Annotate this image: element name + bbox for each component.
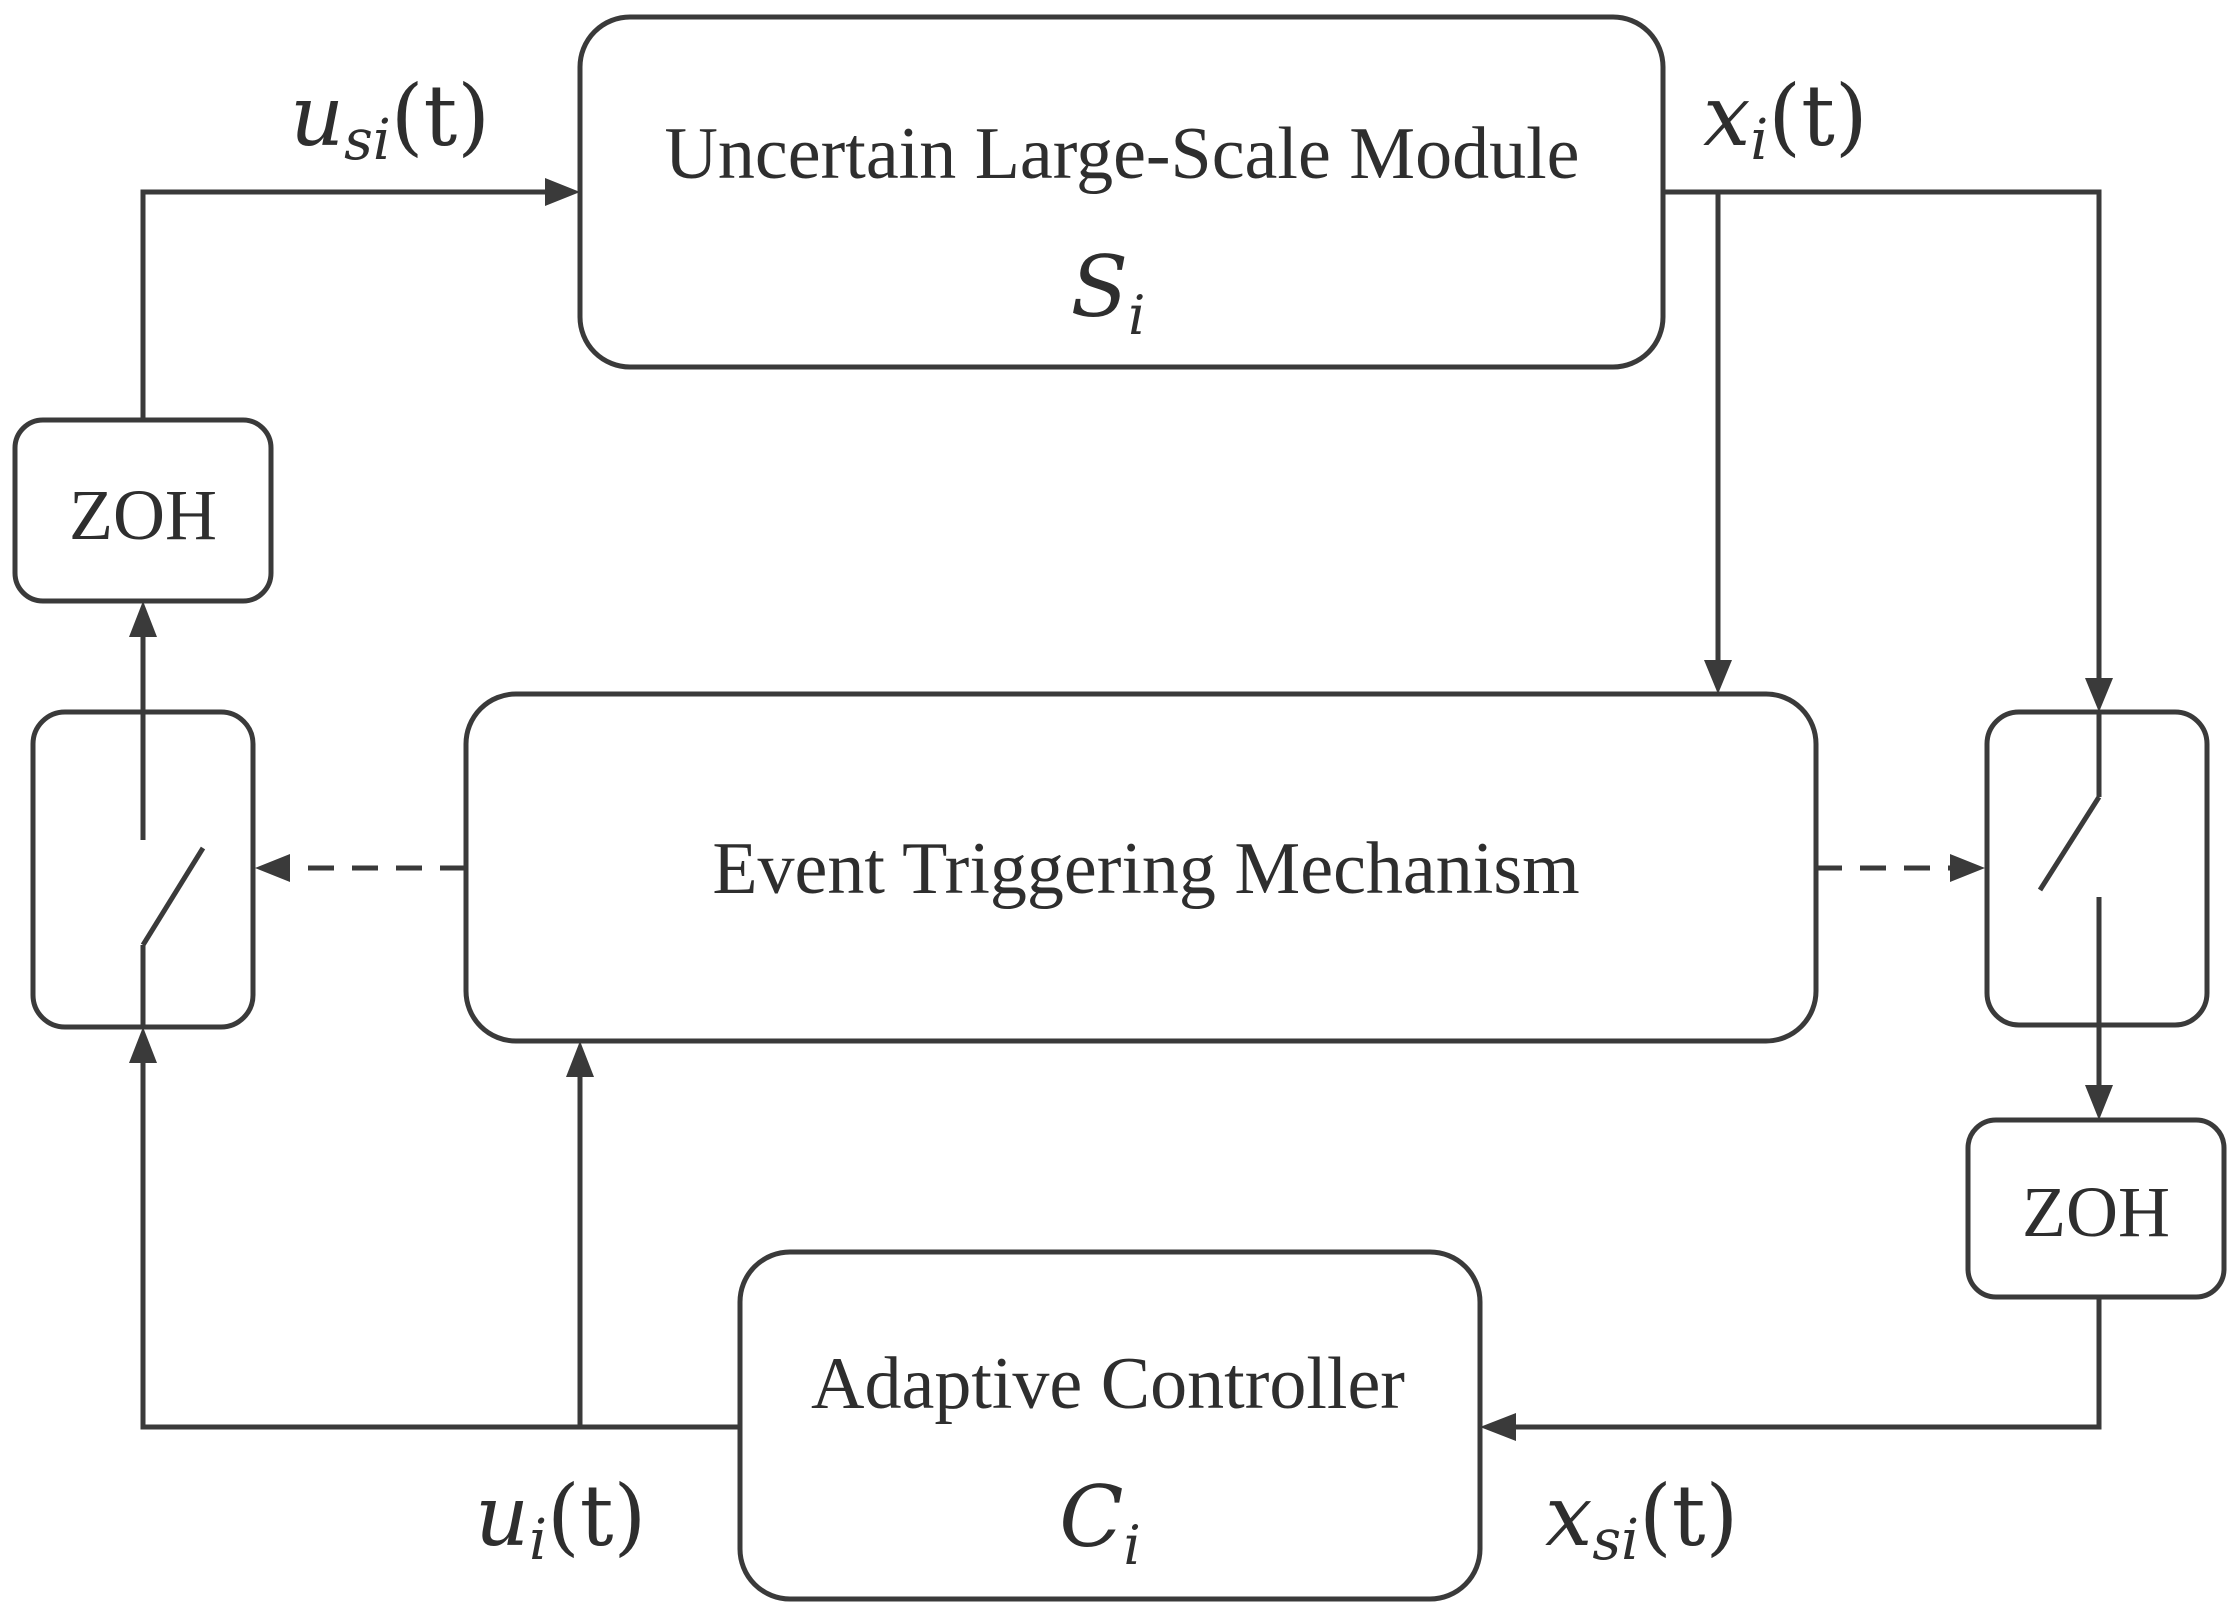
- arrow-into-left-switch: [129, 1027, 157, 1063]
- trigger-arrow-left: [255, 854, 290, 882]
- right-switch-blade: [2037, 795, 2102, 892]
- controller-title: Adaptive Controller: [811, 1343, 1405, 1425]
- arrow-into-controller: [1480, 1413, 1516, 1441]
- left-switch-block: [30, 709, 256, 1030]
- wire-zoh-to-plant: [140, 189, 545, 420]
- etm-title: Event Triggering Mechanism: [712, 828, 1579, 910]
- arrow-into-plant: [545, 178, 580, 206]
- controller-symbol: Ci: [1059, 1468, 1141, 1577]
- right-switch-block: [1984, 709, 2210, 1028]
- controller-block: [737, 1249, 1483, 1602]
- signal-x-si: xsi(t): [1545, 1467, 1738, 1573]
- signal-u-si: usi(t): [290, 67, 490, 173]
- signal-u-i: ui(t): [475, 1467, 646, 1573]
- arrow-into-right-zoh: [2085, 1085, 2113, 1120]
- left-zoh-block: [12, 417, 274, 604]
- left-zoh-label: ZOH: [69, 475, 217, 555]
- plant-block: [577, 14, 1666, 370]
- trigger-arrow-right: [1950, 854, 1985, 882]
- wire-plant-to-right-switch: [1718, 189, 2102, 678]
- left-switch-blade: [140, 846, 206, 947]
- arrow-into-left-zoh: [129, 601, 157, 637]
- right-zoh-label: ZOH: [2022, 1172, 2170, 1252]
- arrow-into-etm-top: [1704, 660, 1732, 694]
- plant-symbol: Si: [1071, 238, 1146, 347]
- plant-title: Uncertain Large-Scale Module: [664, 113, 1579, 195]
- arrow-into-etm-bottom: [566, 1041, 594, 1077]
- signal-x-i: xi(t): [1703, 67, 1868, 173]
- wire-plant-to-etm: [1663, 189, 1721, 660]
- etm-block: [463, 691, 1819, 1044]
- right-zoh-block: [1965, 1117, 2227, 1300]
- wire-controller-to-left-switch: [140, 1063, 740, 1430]
- wire-zoh-to-controller: [1516, 1297, 2102, 1430]
- arrow-into-right-switch: [2085, 678, 2113, 712]
